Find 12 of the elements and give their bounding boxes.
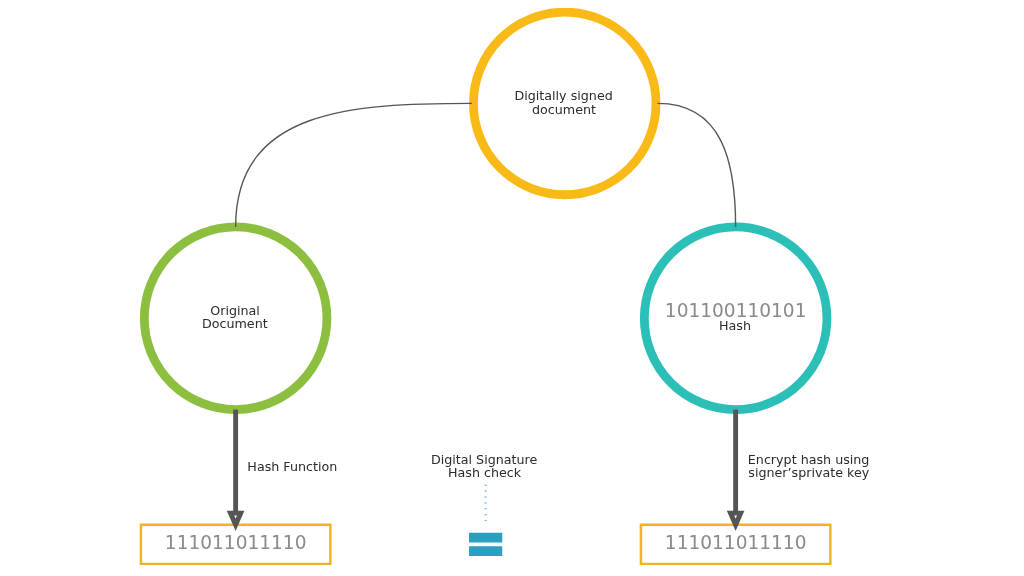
node-box: 111011011110	[639, 523, 832, 566]
edge-label: Encrypt hash using signer’sprivate key	[747, 451, 870, 481]
node-circle: Original Document	[139, 222, 332, 414]
node-box: 111011011110	[139, 523, 332, 566]
edge-label: Hash Function	[247, 458, 338, 474]
connector	[234, 102, 473, 228]
node-circle: Digitally signed document	[469, 8, 661, 200]
node-circle: 101100110101 Hash	[639, 222, 832, 414]
arrow	[726, 409, 745, 531]
connector	[656, 102, 737, 228]
arrow	[226, 409, 245, 531]
node-text: Digital Signature Hash check	[430, 451, 538, 481]
